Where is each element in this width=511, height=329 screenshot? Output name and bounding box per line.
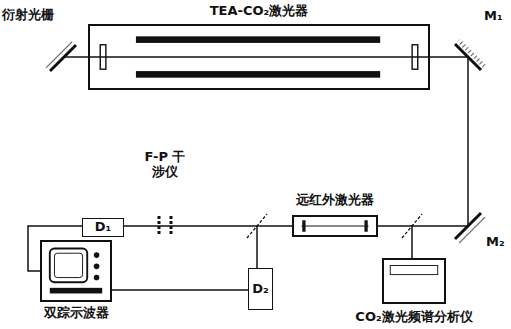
connector xyxy=(178,225,292,227)
mirror-m2 xyxy=(455,213,487,245)
laser-tube: 远红外激光器 xyxy=(292,215,378,237)
laser-beam xyxy=(256,226,258,268)
box-label: D₁ xyxy=(83,219,123,236)
part-name: 双踪示波器 xyxy=(44,306,109,321)
laser-beam xyxy=(63,56,468,58)
analyzer-box: CO₂激光频谱分析仪 xyxy=(382,258,446,304)
mirror-label: M₂ xyxy=(486,234,505,249)
ana-figure xyxy=(384,260,444,302)
fir-figure xyxy=(294,217,376,235)
mirror-m1 xyxy=(455,39,486,70)
oscilloscope: 双踪示波器 xyxy=(40,240,112,302)
part-name: CO₂激光频谱分析仪 xyxy=(355,310,472,325)
laser-tube: TEA-CO₂激光器 xyxy=(88,24,430,90)
mirror-label: M₁ xyxy=(484,8,503,23)
laser-beam xyxy=(467,57,469,226)
part-name: TEA-CO₂激光器 xyxy=(210,4,309,19)
part-name: 衍射光栅 xyxy=(2,6,54,24)
laser-beam xyxy=(378,225,468,227)
scope-figure xyxy=(42,242,110,300)
detector-box: D₁ xyxy=(82,218,124,237)
connector xyxy=(112,289,248,291)
tea-figure xyxy=(90,26,428,88)
part-name: 远红外激光器 xyxy=(296,193,374,208)
diffraction-grating xyxy=(44,40,76,71)
part-name: F-P 干涉仪 xyxy=(141,150,189,180)
laser-beam xyxy=(411,226,413,258)
fp-interferometer: F-P 干涉仪 xyxy=(152,214,178,238)
box-label: D₂ xyxy=(249,269,272,309)
connector xyxy=(124,225,152,227)
fp-figure xyxy=(152,214,178,238)
detector-box: D₂ xyxy=(248,268,273,310)
